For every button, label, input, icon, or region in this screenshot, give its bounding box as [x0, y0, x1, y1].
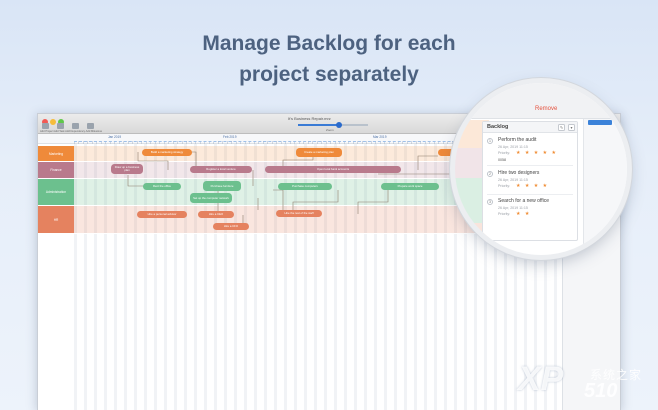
- magnified-sidebar: [583, 119, 627, 255]
- timeline-ticks: [74, 141, 620, 144]
- dependency-link: [357, 190, 389, 214]
- item-date: 26 Apr, 2019 11:15: [498, 178, 528, 182]
- watermark-num: 510: [584, 380, 618, 402]
- item-priority-stars[interactable]: ★ ★ ★ ★: [516, 182, 549, 189]
- watermark-cn: 系统之家: [590, 368, 643, 382]
- lane-label: Marketing: [38, 146, 74, 161]
- task-bar[interactable]: Register a local venture: [190, 166, 252, 173]
- magnified-project-tab: [588, 120, 612, 125]
- dependency-link: [137, 152, 169, 170]
- lane-label: HR: [38, 206, 74, 233]
- zoom-slider[interactable]: [298, 122, 368, 128]
- item-priority-stars[interactable]: ★ ★: [516, 210, 531, 217]
- backlog-title: Backlog: [487, 124, 509, 130]
- magnified-toolbar: Remove: [455, 83, 627, 119]
- window-title: It's Business Repair.mrz: [288, 116, 331, 121]
- item-title: Perform the audit: [498, 137, 537, 143]
- zoom-slider-knob[interactable]: [336, 122, 342, 128]
- item-date: 26 Apr, 2019 11:15: [498, 206, 528, 210]
- item-title: Hire two designers: [498, 170, 540, 176]
- timeline-header: Jan 2019 Feb 2019 Mar 2019: [38, 134, 620, 144]
- item-note: 0058: [498, 158, 506, 162]
- task-bar[interactable]: Rent the office: [143, 183, 181, 190]
- item-priority-label: Priority:: [498, 184, 511, 188]
- item-number: 3: [487, 199, 493, 205]
- lane-label: Administration: [38, 179, 74, 205]
- dependency-link: [127, 175, 146, 187]
- item-number: 2: [487, 171, 493, 177]
- toolbar-icons: [42, 123, 94, 129]
- task-bar[interactable]: Set up the computer network: [190, 193, 232, 203]
- maximize-window-icon[interactable]: [58, 119, 64, 125]
- task-bar[interactable]: Draw up a business plan: [111, 164, 143, 174]
- magnifier-lens: Remove Backlog ✎ ▾ 1 Perform the audit 2…: [455, 83, 627, 255]
- close-window-icon[interactable]: [42, 119, 48, 125]
- item-number: 1: [487, 138, 493, 144]
- headline-line-1: Manage Backlog for each: [202, 32, 456, 55]
- backlog-header: Backlog ✎ ▾: [483, 122, 577, 133]
- task-bar[interactable]: Prepare work space: [381, 183, 439, 190]
- month-label: Jan 2019: [108, 135, 122, 139]
- headline-line-2: project separately: [239, 63, 419, 86]
- toolbar-labels: Add Project Add Task Add Dependency Add …: [40, 130, 103, 133]
- item-priority-stars[interactable]: ★ ★ ★ ★ ★: [516, 149, 558, 156]
- watermark-brand: XP: [518, 360, 564, 398]
- dependency-link: [417, 155, 438, 170]
- task-bar[interactable]: Hire a CEO: [198, 211, 234, 218]
- month-label: Mar 2019: [373, 135, 387, 139]
- add-dependency-icon[interactable]: [72, 123, 79, 129]
- watermark-logo: XP 系统之家 510: [518, 360, 658, 410]
- backlog-panel: Backlog ✎ ▾ 1 Perform the audit 26 Apr, …: [482, 121, 578, 241]
- item-priority-label: Priority:: [498, 151, 511, 155]
- chevron-down-icon[interactable]: ▾: [568, 124, 575, 131]
- lane-label: Finance: [38, 162, 74, 178]
- item-title: Search for a new office: [498, 198, 550, 204]
- task-bar[interactable]: Hire the rest of the staff: [276, 210, 322, 217]
- dependency-link: [292, 190, 339, 214]
- task-bar[interactable]: [438, 149, 468, 156]
- month-label: Feb 2019: [223, 135, 237, 139]
- task-bar[interactable]: Hire a CFO: [213, 223, 249, 230]
- task-bar[interactable]: Open local bank accounts: [265, 166, 401, 173]
- divider: [487, 165, 573, 166]
- minimize-window-icon[interactable]: [50, 119, 56, 125]
- item-date: 26 Apr, 2019 11:15: [498, 145, 528, 149]
- task-bar[interactable]: Create a marketing plan: [296, 148, 342, 157]
- task-bar[interactable]: Purchase furniture: [203, 181, 241, 191]
- today-line: [74, 141, 620, 142]
- divider: [487, 194, 573, 195]
- zoom-label: Zoom: [326, 128, 334, 132]
- add-task-icon[interactable]: [57, 123, 64, 129]
- add-milestone-icon[interactable]: [87, 123, 94, 129]
- task-bar[interactable]: Build a marketing strategy: [142, 149, 192, 156]
- add-project-icon[interactable]: [42, 123, 49, 129]
- remove-button[interactable]: Remove: [535, 106, 558, 112]
- item-priority-label: Priority:: [498, 212, 511, 216]
- zoom-slider-fill: [298, 124, 338, 126]
- pencil-icon[interactable]: ✎: [558, 124, 565, 131]
- task-bar[interactable]: Purchase computers: [278, 183, 332, 190]
- task-bar[interactable]: Hire a personal advisor: [137, 211, 187, 218]
- headline: Manage Backlog for each project separate…: [0, 28, 658, 90]
